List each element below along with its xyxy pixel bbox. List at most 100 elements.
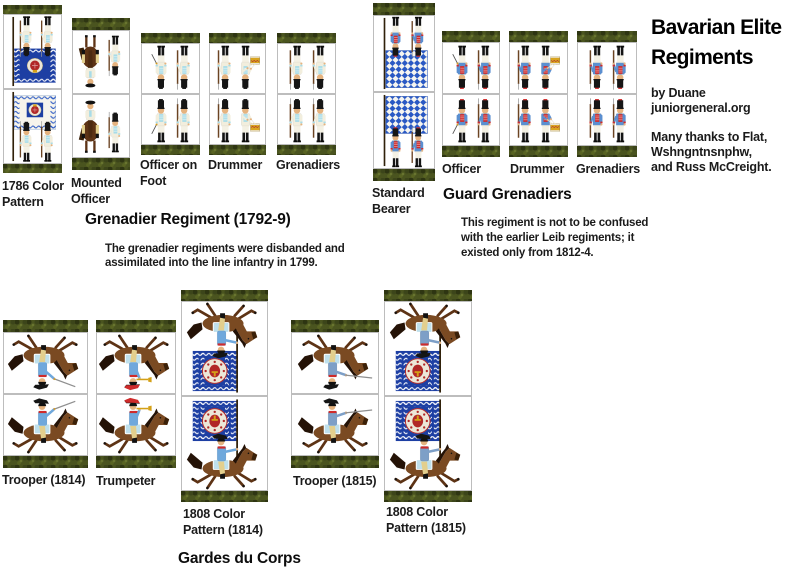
- grass-strip: [277, 33, 336, 43]
- grass-strip: [384, 290, 472, 301]
- figure-panel-inverted: [373, 15, 435, 92]
- bavarian-lozenge-flag-icon: [374, 16, 434, 91]
- label-drummer: Drummer: [208, 158, 263, 172]
- credits-line: and Russ McCreight.: [651, 160, 772, 174]
- figure-panel: [3, 394, 88, 456]
- bavarian-lozenge-flag-icon: [374, 93, 434, 168]
- grass-strip: [209, 145, 266, 155]
- cavalry-trooper-icon: [4, 395, 87, 455]
- grass-strip: [141, 145, 200, 155]
- cavalry-trumpeter-icon: [97, 333, 175, 393]
- figure-panel: [384, 396, 472, 491]
- figure-panel: [442, 94, 500, 146]
- figure-panel: [96, 394, 176, 456]
- credits-line: Wshngntnsnphw,: [651, 145, 752, 159]
- label-trooper-1815: Trooper (1815): [293, 474, 377, 488]
- grass-strip: [442, 31, 500, 42]
- label-guard-grenadiers: Grenadiers: [576, 162, 641, 176]
- label-trumpeter: Trumpeter: [96, 474, 156, 488]
- card-guard-drummer: [509, 31, 568, 157]
- guard-drummer-icon: [510, 95, 567, 145]
- grass-strip: [96, 320, 176, 332]
- card-drummer: [209, 33, 266, 155]
- card-standard-bearer: [373, 3, 435, 181]
- cavalry-standard-1808-icon: [385, 397, 471, 490]
- officer-on-foot-icon: [142, 95, 199, 144]
- figure-panel: [72, 94, 130, 158]
- grass-strip: [72, 18, 130, 30]
- card-mounted-officer: [72, 18, 130, 170]
- grass-strip: [373, 169, 435, 181]
- card-officer-on-foot: [141, 33, 200, 155]
- card-guard-officer: [442, 31, 500, 157]
- flag-1786-reverse-icon: [4, 90, 61, 163]
- guard-officer-icon: [443, 43, 499, 93]
- note-line: with the earlier Leib regiments; it: [461, 232, 635, 244]
- grass-strip: [384, 491, 472, 502]
- card-1786-color-pattern: [3, 5, 62, 173]
- figure-panel-inverted: [384, 301, 472, 396]
- cavalry-standard-1808-icon: [385, 302, 471, 395]
- figure-panel: [277, 94, 336, 145]
- grass-strip: [72, 158, 130, 170]
- figure-panel-inverted: [442, 42, 500, 94]
- figure-panel-inverted: [209, 43, 266, 94]
- grass-strip: [209, 33, 266, 43]
- figure-panel-inverted: [141, 43, 200, 94]
- figure-panel-inverted: [181, 301, 268, 396]
- figure-panel: [209, 94, 266, 145]
- card-1808-color-pattern-1815: [384, 290, 472, 502]
- card-guard-grenadiers: [577, 31, 637, 157]
- figure-panel-inverted: [3, 14, 62, 89]
- grass-strip: [3, 456, 88, 468]
- figure-panel-inverted: [72, 30, 130, 94]
- card-trooper-1815: [291, 320, 379, 468]
- grass-strip: [141, 33, 200, 43]
- grass-strip: [373, 3, 435, 15]
- grass-strip: [96, 456, 176, 468]
- grenadier-regiment-heading: Grenadier Regiment (1792-9): [85, 211, 291, 228]
- cavalry-trumpeter-icon: [97, 395, 175, 455]
- note-line: This regiment is not to be confused: [461, 217, 649, 229]
- gardes-du-corps-heading: Gardes du Corps: [178, 550, 301, 567]
- credits-line: Many thanks to Flat,: [651, 130, 768, 144]
- label-officer-on-foot: Officer on Foot: [140, 158, 198, 188]
- grass-strip: [181, 491, 268, 502]
- grass-strip: [277, 145, 336, 155]
- label-1808-color-pattern-1815: 1808 Color Pattern (1815): [386, 505, 466, 535]
- grass-strip: [291, 456, 379, 468]
- cavalry-trooper-icon: [292, 333, 378, 393]
- guard-grenadiers-note: This regiment is not to be confused with…: [461, 216, 648, 261]
- grass-strip: [577, 31, 637, 42]
- grass-strip: [509, 146, 568, 157]
- drummer-icon: [210, 44, 265, 93]
- grass-strip: [181, 290, 268, 301]
- guard-drummer-icon: [510, 43, 567, 93]
- grass-strip: [442, 146, 500, 157]
- flag-1786-obverse-icon: [4, 15, 61, 88]
- grass-strip: [3, 320, 88, 332]
- page-title: Bavarian Elite Regiments: [651, 16, 782, 69]
- figure-panel: [181, 396, 268, 491]
- guard-grenadiers-icon: [578, 95, 636, 145]
- guard-grenadiers-icon: [578, 43, 636, 93]
- cavalry-trooper-icon: [292, 395, 378, 455]
- drummer-icon: [210, 95, 265, 144]
- card-trooper-1814: [3, 320, 88, 468]
- grenadiers-icon: [278, 95, 335, 144]
- guard-grenadiers-heading: Guard Grenadiers: [443, 186, 572, 203]
- label-grenadiers: Grenadiers: [276, 158, 341, 172]
- mounted-officer-icon: [73, 31, 129, 93]
- cavalry-trooper-icon: [4, 333, 87, 393]
- note-line: The grenadier regiments were disbanded a…: [105, 243, 345, 255]
- figure-panel-inverted: [3, 332, 88, 394]
- figure-panel: [577, 94, 637, 146]
- label-trooper-1814: Trooper (1814): [2, 473, 86, 487]
- guard-officer-icon: [443, 95, 499, 145]
- grenadiers-icon: [278, 44, 335, 93]
- credits: Many thanks to Flat, Wshngntnsnphw, and …: [651, 130, 772, 175]
- grenadier-regiment-note: The grenadier regiments were disbanded a…: [105, 243, 345, 270]
- byline-author: by Duane: [651, 86, 706, 100]
- byline-site: juniorgeneral.org: [651, 101, 751, 115]
